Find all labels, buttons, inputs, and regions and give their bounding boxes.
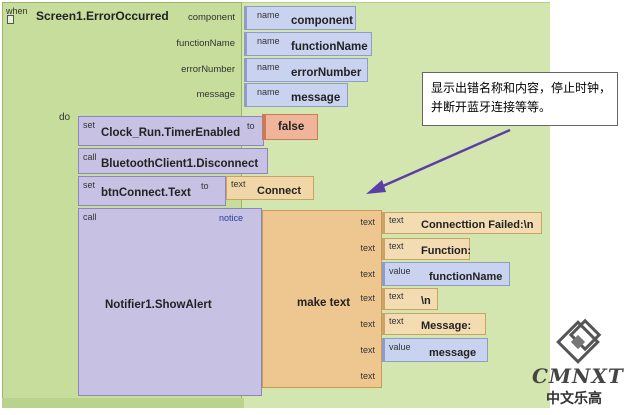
- param-value: message: [291, 92, 341, 104]
- make-text-slot-label: text: [360, 269, 375, 279]
- make-text-item-text[interactable]: text Connecttion Failed:\n: [382, 212, 542, 234]
- call-keyword: call: [83, 212, 97, 222]
- make-text-slot-label: text: [360, 371, 375, 381]
- item-tag: text: [389, 316, 404, 326]
- param-block-message[interactable]: name message: [244, 83, 348, 107]
- param-label-errornumber: errorNumber: [181, 64, 235, 75]
- param-value: errorNumber: [291, 67, 362, 79]
- make-text-slot-label: text: [360, 217, 375, 227]
- block-title: btnConnect.Text: [101, 187, 191, 199]
- param-name-tag: name: [257, 87, 280, 97]
- make-text-slot-label: text: [360, 345, 375, 355]
- annotation-arrow: [366, 128, 511, 194]
- text-value: Connect: [257, 185, 301, 197]
- param-label-component: component: [187, 12, 235, 23]
- item-value: functionName: [429, 271, 503, 283]
- set-btnconnect-text-block[interactable]: set btnConnect.Text to: [78, 176, 226, 206]
- make-text-item-text[interactable]: text \n: [382, 288, 438, 310]
- param-block-functionname[interactable]: name functionName: [244, 32, 372, 56]
- make-text-item-text[interactable]: text Message:: [382, 313, 486, 335]
- cmnxt-logo-icon: [556, 318, 602, 364]
- event-block-footer: [2, 398, 244, 408]
- item-tag: text: [389, 215, 404, 225]
- param-value: functionName: [291, 41, 368, 53]
- item-value: message: [429, 347, 477, 359]
- when-label: when: [6, 6, 28, 16]
- param-block-errornumber[interactable]: name errorNumber: [244, 58, 368, 82]
- param-name-tag: name: [257, 36, 280, 46]
- item-value: \n: [421, 295, 431, 307]
- block-title: Clock_Run.TimerEnabled: [101, 127, 241, 139]
- item-value: Message:: [421, 320, 472, 332]
- text-keyword: text: [231, 179, 246, 189]
- text-block-connect[interactable]: text Connect: [226, 176, 314, 200]
- false-value: false: [278, 121, 305, 133]
- item-tag: text: [389, 291, 404, 301]
- call-bluetoothclient1-disconnect-block[interactable]: call BluetoothClient1.Disconnect: [78, 148, 268, 174]
- set-keyword: set: [83, 180, 96, 190]
- make-text-slot-label: text: [360, 293, 375, 303]
- to-label: to: [247, 121, 255, 131]
- set-keyword: set: [83, 120, 96, 130]
- false-logic-block[interactable]: false: [262, 114, 318, 140]
- annotation-callout: 显示出错名称和内容，停止时钟，并断开蓝牙连接等等。: [422, 72, 618, 126]
- param-value: component: [291, 15, 353, 27]
- param-name-tag: name: [257, 10, 280, 20]
- param-label-message: message: [196, 89, 235, 100]
- make-text-label: make text: [297, 297, 351, 309]
- event-name: Screen1.ErrorOccurred: [36, 9, 169, 23]
- param-label-functionname: functionName: [176, 38, 235, 49]
- watermark-logo-text: CMNXT: [532, 364, 624, 388]
- item-tag: value: [389, 342, 411, 352]
- collapse-toggle-icon[interactable]: [7, 15, 14, 24]
- item-tag: text: [389, 241, 404, 251]
- item-tag: value: [389, 266, 411, 276]
- watermark-subtitle: 中文乐高: [546, 390, 602, 406]
- make-text-slot-label: text: [360, 319, 375, 329]
- make-text-item-value[interactable]: value message: [382, 338, 488, 362]
- do-label: do: [59, 112, 71, 123]
- set-clock-run-timerenabled-block[interactable]: set Clock_Run.TimerEnabled to: [78, 116, 264, 146]
- item-value: Connecttion Failed:\n: [421, 219, 534, 231]
- param-name-tag: name: [257, 62, 280, 72]
- notice-label: notice: [219, 213, 244, 223]
- item-value: Function:: [421, 245, 472, 257]
- param-block-component[interactable]: name component: [244, 6, 356, 30]
- make-text-slot-label: text: [360, 243, 375, 253]
- block-title: Notifier1.ShowAlert: [105, 299, 212, 311]
- make-text-item-text[interactable]: text Function:: [382, 238, 472, 260]
- make-text-item-value[interactable]: value functionName: [382, 262, 510, 286]
- make-text-block[interactable]: make text text text text text text text …: [262, 210, 382, 388]
- call-keyword: call: [83, 152, 97, 162]
- call-notifier1-showalert-block[interactable]: call Notifier1.ShowAlert notice: [78, 208, 262, 396]
- block-title: BluetoothClient1.Disconnect: [101, 158, 259, 170]
- to-label: to: [201, 181, 209, 191]
- annotation-text: 显示出错名称和内容，停止时钟，并断开蓝牙连接等等。: [431, 81, 612, 114]
